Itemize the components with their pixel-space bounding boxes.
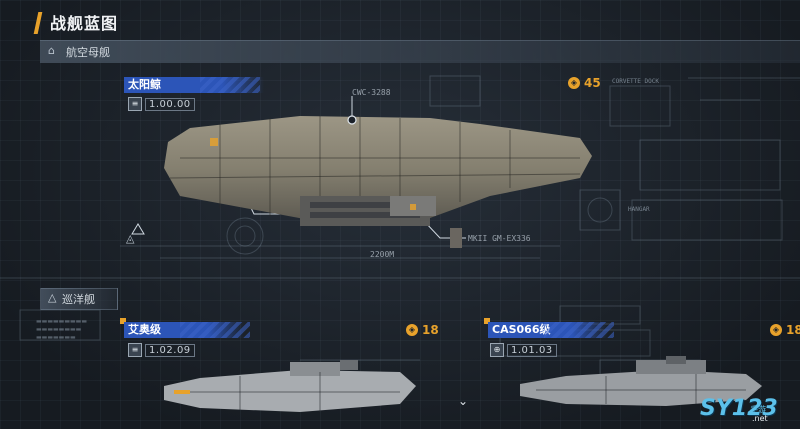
selection-marker xyxy=(120,318,126,324)
section-header-cruiser xyxy=(40,288,118,310)
ship-cost-cruiser2: ◈ 18 xyxy=(770,323,800,337)
hangar-icon: ⌂ xyxy=(48,44,55,57)
triangle-ship-icon: △ xyxy=(48,291,57,304)
ship-cost-value-cruiser2: 18 xyxy=(786,323,800,337)
ship-cost-value-main: 45 xyxy=(584,76,601,90)
class-triangle-icon: ◬ xyxy=(126,232,135,245)
carrier-callout-markers xyxy=(347,115,357,125)
ship-level-main: ≡ 1.00.00 xyxy=(128,97,195,111)
name-plate-stripes xyxy=(200,77,260,93)
ship-cost-main: ◈ 45 xyxy=(568,76,601,90)
name-plate-stripes xyxy=(544,322,614,338)
ship-cost-cruiser1: ◈ 18 xyxy=(406,323,439,337)
ship-level-cruiser2: ⊕ 1.01.03 xyxy=(490,343,557,357)
section-label-carrier: 航空母舰 xyxy=(66,46,110,59)
callout-top-label: CWC-3288 xyxy=(352,88,391,97)
callout-bottom-label: MKII GM-EX336 xyxy=(468,234,531,243)
ship-level-cruiser1: ≡ 1.02.09 xyxy=(128,343,195,357)
ship-cost-value-cruiser1: 18 xyxy=(422,323,439,337)
blueprint-label-right: CORVETTE DOCK xyxy=(612,78,659,85)
ship-length-label: 2200M xyxy=(370,250,395,259)
site-logo: SY123 xyxy=(700,396,778,421)
cost-coin-icon: ◈ xyxy=(568,77,580,89)
blueprint-level-icon: ≡ xyxy=(128,343,142,357)
ship-level-value-cruiser2: 1.01.03 xyxy=(507,343,557,357)
name-plate-stripes xyxy=(180,322,250,338)
section-header-carrier xyxy=(40,40,800,63)
cruiser2-ship-image[interactable] xyxy=(516,356,766,416)
background-info-text: ▬▬▬▬▬▬▬▬▬▬▬▬▬▬▬▬▬▬▬▬▬▬▬▬ xyxy=(36,318,88,341)
globe-icon: ⊕ xyxy=(490,343,504,357)
blueprint-level-icon: ≡ xyxy=(128,97,142,111)
carrier-ship-image[interactable] xyxy=(160,108,600,258)
scroll-down-chevron-icon[interactable]: ⌄ xyxy=(458,394,469,408)
site-logo-sub: 手游 xyxy=(750,405,766,414)
ship-level-value-cruiser1: 1.02.09 xyxy=(145,343,195,357)
cost-coin-icon: ◈ xyxy=(770,324,782,336)
selection-marker xyxy=(484,318,490,324)
site-logo-net: .net xyxy=(752,414,768,423)
page-title: 战舰蓝图 xyxy=(50,14,119,33)
cruiser1-ship-image[interactable] xyxy=(160,360,420,420)
blueprint-label-side: HANGAR xyxy=(628,206,650,213)
cost-coin-icon: ◈ xyxy=(406,324,418,336)
section-label-cruiser: 巡洋舰 xyxy=(62,293,95,306)
ship-level-value-main: 1.00.00 xyxy=(145,97,195,111)
